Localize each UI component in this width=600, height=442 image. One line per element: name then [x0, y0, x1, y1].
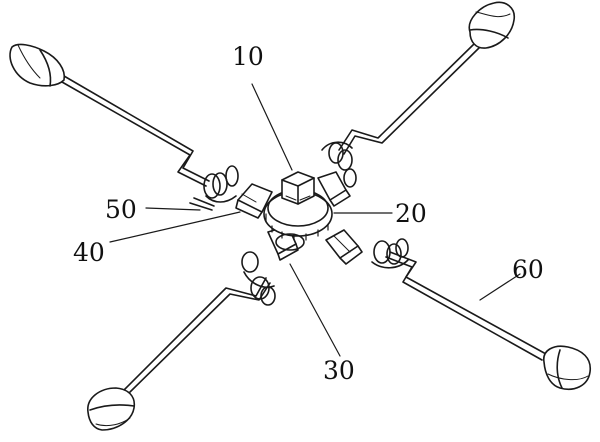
- label-50: 50: [105, 195, 137, 224]
- float-upper-right: [468, 1, 516, 49]
- float-lower-left: [87, 387, 136, 431]
- leader-50: [145, 207, 201, 211]
- float-upper-left: [9, 43, 66, 87]
- label-10: 10: [232, 42, 264, 71]
- float-lower-right: [543, 345, 592, 390]
- arm-upper-right: [338, 43, 481, 155]
- arm-upper-left: [61, 75, 210, 187]
- joint-upper-left: [189, 165, 239, 211]
- motor-housing-lower-right: [325, 229, 363, 265]
- leader-40: [109, 211, 241, 243]
- joint-upper-right: [321, 141, 357, 188]
- motor-housing-right: [317, 171, 351, 207]
- hub: [281, 171, 315, 205]
- leader-lines: [109, 83, 521, 357]
- label-30: 30: [323, 356, 355, 385]
- joint-lower-right: [371, 238, 409, 269]
- label-20: 20: [395, 199, 427, 228]
- leader-10: [251, 83, 293, 171]
- joint-lower-left: [241, 251, 276, 306]
- leader-30: [289, 263, 341, 357]
- label-60: 60: [512, 255, 544, 284]
- label-40: 40: [73, 238, 105, 267]
- leader-60: [479, 273, 521, 301]
- motor-housing-left: [235, 183, 273, 219]
- arm-lower-left: [123, 277, 271, 393]
